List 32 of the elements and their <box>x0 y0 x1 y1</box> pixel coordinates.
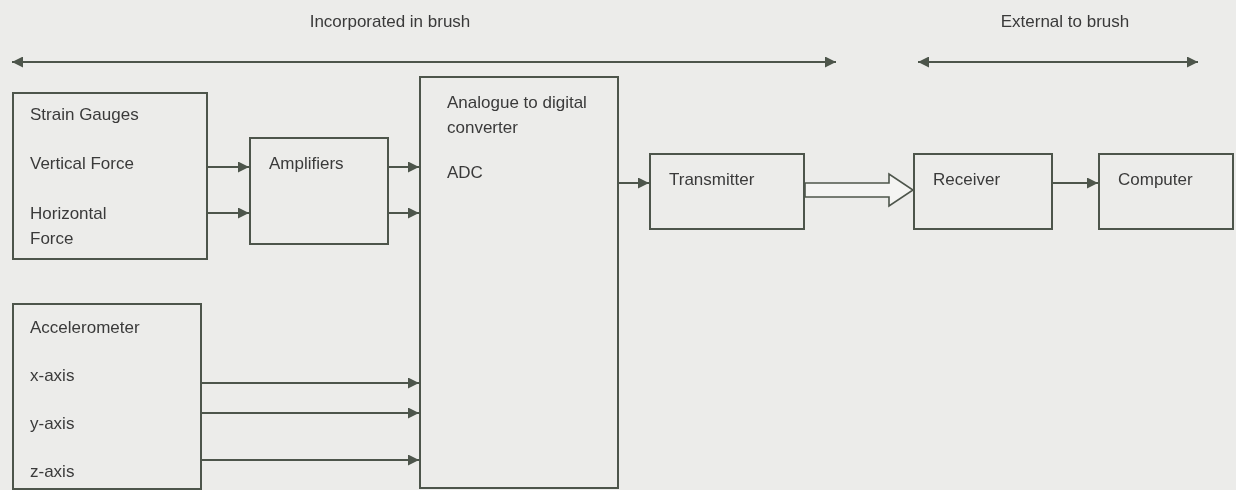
process-box <box>913 153 1053 230</box>
arrow <box>201 377 420 389</box>
arrow <box>207 161 250 173</box>
arrow <box>388 161 420 173</box>
box-text: Transmitter <box>669 169 756 191</box>
process-box <box>649 153 805 230</box>
block-arrow <box>804 172 915 208</box>
box-text: z-axis <box>30 461 76 483</box>
box-text: Accelerometer <box>30 317 141 339</box>
arrow <box>388 207 420 219</box>
span-label: External to brush <box>1000 12 1130 32</box>
box-text: Vertical Force <box>30 153 135 175</box>
arrow <box>201 407 420 419</box>
box-text: Amplifiers <box>269 153 345 175</box>
arrow <box>207 207 250 219</box>
box-text: Computer <box>1118 169 1194 191</box>
box-text: x-axis <box>30 365 76 387</box>
box-text: Horizontal Force <box>30 203 108 250</box>
process-box <box>12 92 208 260</box>
box-text: Strain Gauges <box>30 104 140 126</box>
arrow <box>201 454 420 466</box>
process-box <box>249 137 389 245</box>
box-text: Analogue to digital converter <box>447 92 588 139</box>
box-text: Receiver <box>933 169 1002 191</box>
process-box <box>419 76 619 489</box>
arrow <box>618 177 650 189</box>
process-box <box>12 303 202 490</box>
box-text: y-axis <box>30 413 76 435</box>
box-text: ADC <box>447 162 484 184</box>
span-label: Incorporated in brush <box>309 12 471 32</box>
arrow <box>1052 177 1099 189</box>
process-box <box>1098 153 1234 230</box>
